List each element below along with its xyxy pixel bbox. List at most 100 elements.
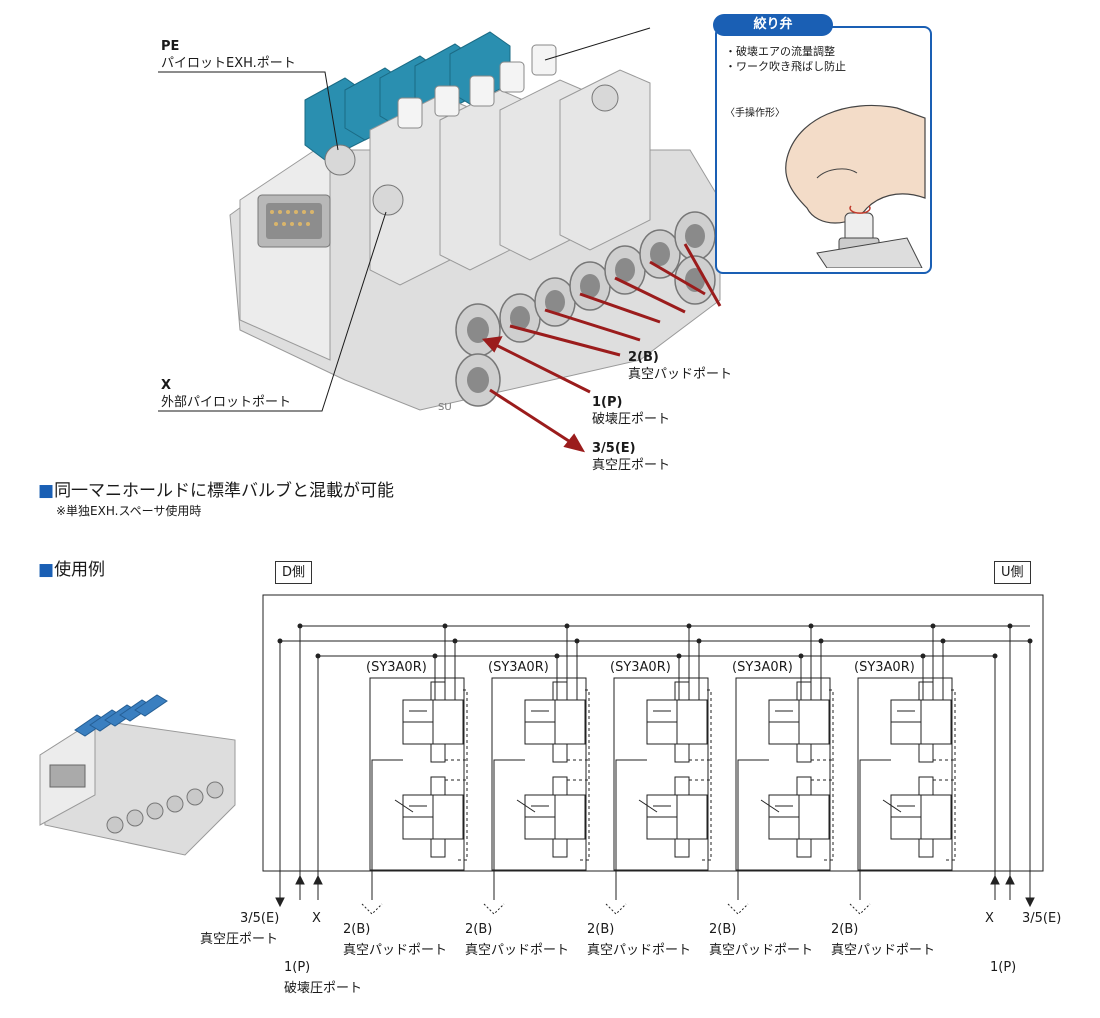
station-3-pilot-line xyxy=(699,689,712,861)
station-3-frame xyxy=(613,677,709,871)
station-2-junction xyxy=(554,653,560,659)
station-2-vacuum-pad xyxy=(483,903,505,915)
station-3-junction xyxy=(696,638,702,644)
station-1-pilot-line xyxy=(455,689,468,861)
station-4-solenoid-lower xyxy=(796,776,812,796)
valve-label: (SY3A0R) xyxy=(732,660,793,675)
callout-manual-label: 〈手操作形〉 xyxy=(725,108,785,119)
station-4-junction xyxy=(798,653,804,659)
station-2-valve-upper-b xyxy=(524,721,556,745)
callout-line1: ・破壊エアの流量調整 xyxy=(725,45,835,58)
station-5-junction xyxy=(940,638,946,644)
left-p-port-code: 1(P) xyxy=(284,960,311,975)
station-2-solenoid-upper xyxy=(552,681,568,701)
station-3-valve-upper-c xyxy=(676,699,708,745)
station-5-valve-upper-c xyxy=(920,699,952,745)
station-1-solenoid-lower xyxy=(430,776,446,796)
station-5-throttle-arrow xyxy=(882,799,902,813)
mix-feature-heading: ■同一マニホールドに標準バルブと混載が可能 xyxy=(38,481,394,501)
station-2-frame xyxy=(491,677,587,871)
right-x-port: X xyxy=(985,911,994,926)
station-3-junction xyxy=(676,653,682,659)
left-p-port-name: 破壊圧ポート xyxy=(284,981,363,996)
b-port-code: 2(B) xyxy=(628,350,659,365)
station-2-solenoid-lower xyxy=(552,776,568,796)
engraving-text: SU xyxy=(438,402,452,413)
station-2-pilot-line xyxy=(577,689,590,861)
station-3-valve-lower-c xyxy=(676,794,708,840)
station-2-valve-lower-b xyxy=(524,816,556,840)
station-2-junction xyxy=(574,638,580,644)
x-port-code: X xyxy=(161,378,172,393)
hand-turning-knob-illustration xyxy=(785,104,926,268)
station-2-throttle-arrow xyxy=(516,799,536,813)
valve-label: (SY3A0R) xyxy=(610,660,671,675)
station-5-frame xyxy=(857,677,953,871)
station-4-b-output-line xyxy=(737,759,769,900)
e-port-code: 3/5(E) xyxy=(592,441,636,456)
station-3-spring-upper xyxy=(674,743,690,763)
station-2-valve-lower-c xyxy=(554,794,586,840)
station-5-solenoid-lower xyxy=(918,776,934,796)
valve-label: (SY3A0R) xyxy=(488,660,549,675)
station-1-throttle-arrow xyxy=(394,799,414,813)
station-4-spring-lower xyxy=(796,838,812,858)
station-2-b-output-line xyxy=(493,759,525,900)
u-side-label: U側 xyxy=(994,561,1031,584)
station-1-valve-lower-b xyxy=(402,816,434,840)
station-b-code: 2(B) xyxy=(465,922,493,937)
station-5-junction xyxy=(920,653,926,659)
station-4-valve-lower-c xyxy=(798,794,830,840)
left-e-port-name: 真空圧ポート xyxy=(200,932,279,947)
station-1-spring-lower xyxy=(430,838,446,858)
station-1-vacuum-pad xyxy=(361,903,383,915)
station-3-throttle-arrow xyxy=(638,799,658,813)
valve-label: (SY3A0R) xyxy=(854,660,915,675)
station-3-b-output-line xyxy=(615,759,647,900)
station-b-name: 真空パッドポート xyxy=(831,943,936,958)
station-4-pilot-line xyxy=(821,689,834,861)
mix-feature-title: 同一マニホールドに標準バルブと混載が可能 xyxy=(54,481,395,501)
station-3-valve-lower-b xyxy=(646,816,678,840)
station-4-vacuum-pad xyxy=(727,903,749,915)
station-4-spring-upper xyxy=(796,743,812,763)
station-5-spring-upper xyxy=(918,743,934,763)
station-1-junction xyxy=(452,638,458,644)
station-4-junction xyxy=(808,623,814,629)
d-side-label: D側 xyxy=(275,561,313,584)
mix-feature-note: ※単独EXH.スペーサ使用時 xyxy=(56,504,202,518)
station-5-valve-lower-b xyxy=(890,816,922,840)
right-e-port-code: 3/5(E) xyxy=(1022,911,1062,926)
station-b-name: 真空パッドポート xyxy=(587,943,692,958)
station-1-junction xyxy=(442,623,448,629)
station-4-solenoid-upper xyxy=(796,681,812,701)
p-port-name: 破壊圧ポート xyxy=(592,412,671,427)
pe-port-name: パイロットEXH.ポート xyxy=(161,56,296,71)
left-x-port: X xyxy=(312,911,321,926)
manifold-illustration: SU xyxy=(158,27,722,453)
station-3-junction xyxy=(686,623,692,629)
station-1-valve-lower-c xyxy=(432,794,464,840)
station-2-spring-upper xyxy=(552,743,568,763)
station-5-vacuum-pad xyxy=(849,903,871,915)
b-port-name: 真空パッドポート xyxy=(628,367,733,382)
station-4-frame xyxy=(735,677,831,871)
station-5-solenoid-upper xyxy=(918,681,934,701)
heading-square: ■ xyxy=(38,560,55,580)
p-port-code: 1(P) xyxy=(592,395,623,410)
station-1-valve-upper-c xyxy=(432,699,464,745)
station-2-spring-lower xyxy=(552,838,568,858)
station-5-valve-upper-b xyxy=(890,721,922,745)
station-4-throttle-arrow xyxy=(760,799,780,813)
left-e-port-code: 3/5(E) xyxy=(240,911,280,926)
station-5-pilot-line xyxy=(943,689,956,861)
station-b-code: 2(B) xyxy=(343,922,371,937)
station-1-junction xyxy=(432,653,438,659)
station-b-code: 2(B) xyxy=(709,922,737,937)
station-4-valve-upper-c xyxy=(798,699,830,745)
station-b-code: 2(B) xyxy=(831,922,859,937)
station-1-solenoid-upper xyxy=(430,681,446,701)
station-4-junction xyxy=(818,638,824,644)
station-b-name: 真空パッドポート xyxy=(465,943,570,958)
